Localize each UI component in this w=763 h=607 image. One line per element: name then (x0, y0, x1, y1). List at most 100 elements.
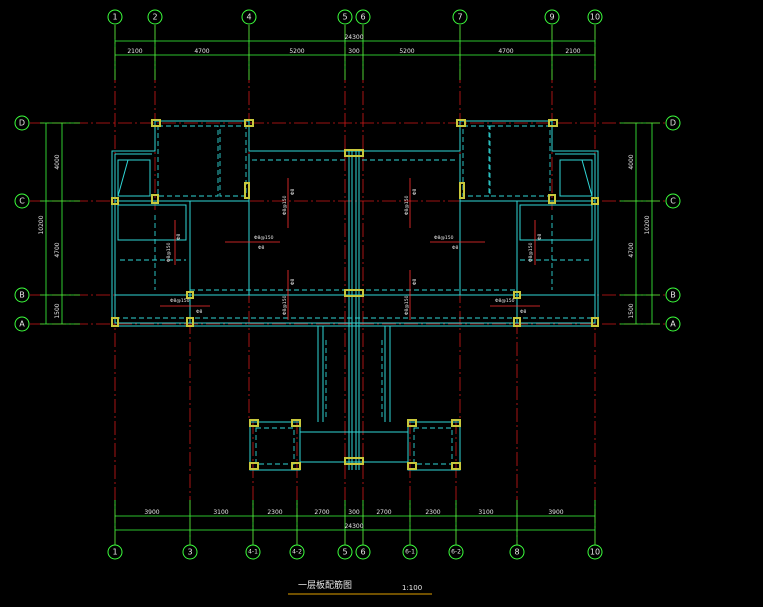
dim-top-seg: 5200 (399, 48, 414, 55)
svg-text:4: 4 (246, 13, 251, 22)
rebar-label: Φ8@150 (282, 195, 288, 215)
axis-bubble-top-2: 2 (147, 9, 163, 25)
rebar-label: Φ8@150 (254, 235, 274, 241)
dim-right-total: 10200 (644, 215, 651, 234)
rebar-label: Φ8 (520, 309, 527, 315)
axis-bubble-right-A: A (665, 316, 681, 332)
dim-top-seg: 2100 (565, 48, 580, 55)
top-axis-bubbles: 1 2 4 5 6 7 9 10 (107, 9, 603, 25)
svg-text:A: A (670, 320, 676, 329)
bottom-dimension-chain: 3900 3100 2300 2700 300 2700 2300 3100 3… (114, 500, 596, 545)
rebar-label: Φ8@150 (282, 295, 288, 315)
axis-bubble-top-10: 10 (587, 9, 603, 25)
rebar-marks: Φ8@150 Φ8 Φ8@150 Φ8 Φ8@150 Φ8 Φ8@150 Φ8 … (160, 178, 543, 320)
axis-bubble-left-B: B (14, 287, 30, 303)
svg-text:8: 8 (514, 548, 519, 557)
dim-top-total: 24300 (344, 34, 363, 41)
dim-bottom-seg: 2700 (376, 509, 391, 516)
axis-bubble-bottom-6-2: 6-2 (448, 544, 464, 560)
dim-left-seg: 4700 (54, 242, 61, 257)
svg-text:5: 5 (342, 13, 347, 22)
rebar-label: Φ8@150 (170, 298, 190, 304)
svg-text:4-2: 4-2 (292, 549, 302, 556)
rebar-label: Φ8@150 (166, 242, 172, 262)
dim-top-seg: 4700 (194, 48, 209, 55)
rebar-label: Φ8@150 (434, 235, 454, 241)
drawing-scale: 1:100 (402, 584, 422, 592)
axis-bubble-bottom-8: 8 (509, 544, 525, 560)
svg-text:5: 5 (342, 548, 347, 557)
dim-top-seg: 300 (348, 48, 360, 55)
rebar-label: Φ8 (452, 245, 459, 251)
dim-bottom-seg: 2300 (267, 509, 282, 516)
svg-text:3: 3 (187, 548, 192, 557)
dim-bottom-seg: 300 (348, 509, 360, 516)
svg-text:4-1: 4-1 (248, 549, 258, 556)
rebar-label: Φ8 (537, 233, 543, 240)
drawing-title-block: 一层板配筋图 1:100 (288, 579, 432, 595)
svg-text:C: C (670, 197, 676, 206)
svg-text:9: 9 (549, 13, 554, 22)
svg-text:6: 6 (360, 548, 365, 557)
dim-left-seg: 4000 (54, 154, 61, 169)
columns (111, 119, 599, 470)
svg-text:10: 10 (590, 548, 600, 557)
dim-top-seg: 4700 (498, 48, 513, 55)
axis-bubble-bottom-3: 3 (182, 544, 198, 560)
rebar-label: Φ8 (258, 245, 265, 251)
grid-lines (30, 25, 665, 545)
axis-bubble-bottom-1: 1 (107, 544, 123, 560)
svg-text:6-1: 6-1 (405, 549, 415, 556)
dim-right-seg: 1500 (628, 303, 635, 318)
dim-bottom-total: 24300 (344, 523, 363, 530)
rebar-label: Φ8@150 (404, 295, 410, 315)
rebar-label: Φ8@150 (495, 298, 515, 304)
rebar-label: Φ8@150 (528, 242, 534, 262)
svg-text:1: 1 (112, 548, 117, 557)
dim-right-seg: 4700 (628, 242, 635, 257)
svg-text:6: 6 (360, 13, 365, 22)
svg-text:2: 2 (152, 13, 157, 22)
right-axis-bubbles: D C B A (665, 115, 681, 332)
rebar-label: Φ8 (290, 188, 296, 195)
rebar-label: Φ8@150 (404, 195, 410, 215)
axis-bubble-top-6: 6 (355, 9, 371, 25)
rebar-label: Φ8 (290, 278, 296, 285)
dim-left-seg: 1500 (54, 303, 61, 318)
rebar-label: Φ8 (176, 233, 182, 240)
dim-bottom-seg: 3100 (213, 509, 228, 516)
dim-bottom-seg: 3900 (548, 509, 563, 516)
axis-bubble-top-4: 4 (241, 9, 257, 25)
svg-text:B: B (670, 291, 676, 300)
bottom-axis-bubbles: 1 3 4-1 4-2 5 6 6-1 6-2 8 10 (107, 544, 603, 560)
axis-bubble-bottom-6-1: 6-1 (402, 544, 418, 560)
axis-bubble-right-B: B (665, 287, 681, 303)
axis-bubble-top-1: 1 (107, 9, 123, 25)
axis-bubble-bottom-6: 6 (355, 544, 371, 560)
svg-text:A: A (19, 320, 25, 329)
dim-bottom-seg: 2300 (425, 509, 440, 516)
dim-bottom-seg: 2700 (314, 509, 329, 516)
dim-bottom-seg: 3100 (478, 509, 493, 516)
svg-text:D: D (670, 119, 676, 128)
dim-right-seg: 4000 (628, 154, 635, 169)
axis-bubble-left-C: C (14, 193, 30, 209)
svg-text:6-2: 6-2 (451, 549, 461, 556)
axis-bubble-bottom-4-1: 4-1 (245, 544, 261, 560)
svg-text:D: D (19, 119, 25, 128)
svg-text:10: 10 (590, 13, 600, 22)
rebar-label: Φ8 (412, 188, 418, 195)
axis-bubble-right-C: C (665, 193, 681, 209)
left-dimension-chain: 10200 4000 4700 1500 (38, 122, 80, 325)
dim-top-seg: 5200 (289, 48, 304, 55)
svg-text:B: B (19, 291, 25, 300)
top-dimension-chain: 24300 2100 4700 5200 300 5200 4700 2100 (114, 25, 596, 80)
axis-bubble-left-D: D (14, 115, 30, 131)
right-dimension-chain: 4000 4700 1500 10200 (620, 122, 660, 325)
axis-bubble-top-5: 5 (337, 9, 353, 25)
rebar-label: Φ8 (412, 278, 418, 285)
dim-bottom-seg: 3900 (144, 509, 159, 516)
dim-left-total: 10200 (38, 215, 45, 234)
svg-text:7: 7 (457, 13, 462, 22)
dim-top-seg: 2100 (127, 48, 142, 55)
